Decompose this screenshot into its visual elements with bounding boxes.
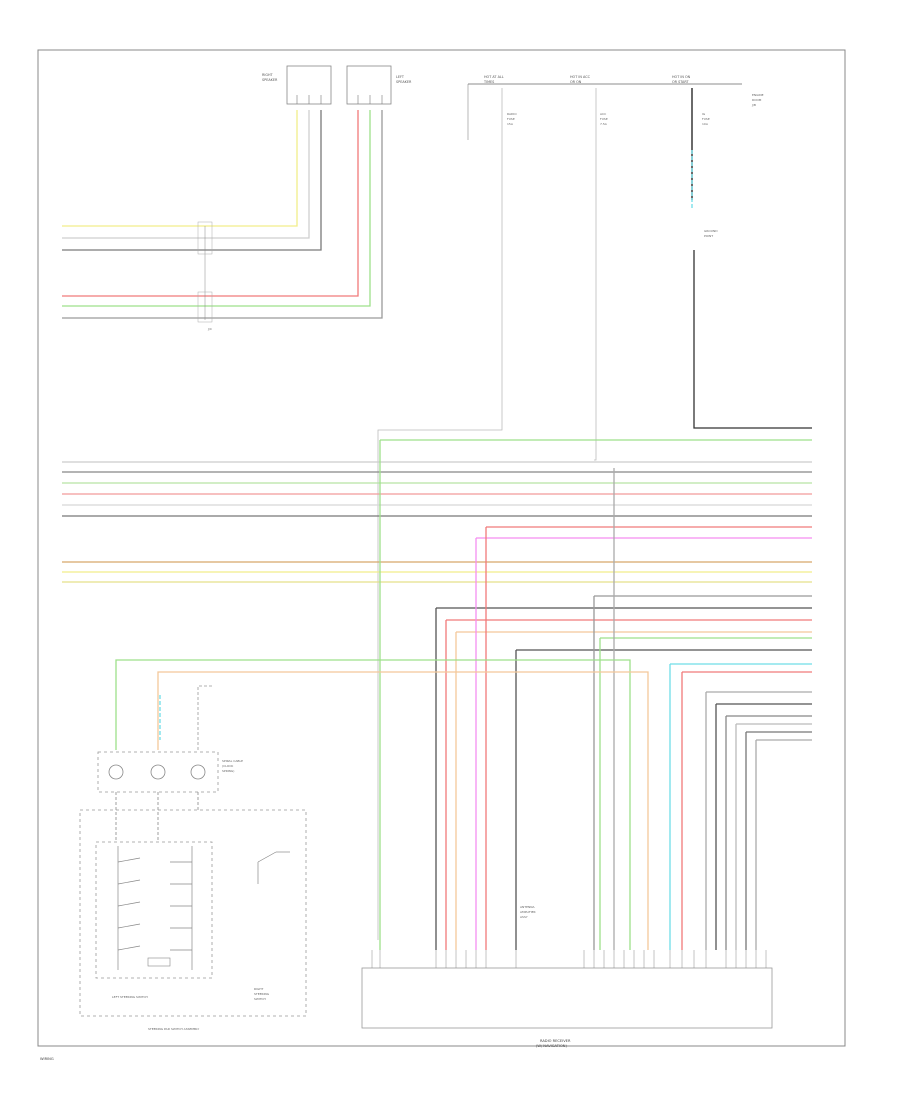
diagram-frame bbox=[37, 49, 846, 1047]
right-side-note-1: ENGINE bbox=[752, 93, 764, 97]
antenna-module-label-2: AMPLIFIER bbox=[520, 910, 536, 914]
left-speaker-label-2: SPEAKER bbox=[396, 80, 412, 84]
steering-pad-assembly: LEFT STEERING SWITCH RIGHT STEERING SWIT… bbox=[79, 809, 307, 1031]
right-side-note-2: ROOM bbox=[752, 98, 762, 102]
spiral-cable: SPIRAL CABLE (CLOCK SPRING) bbox=[97, 751, 243, 840]
antenna-module-label-3: ASSY bbox=[520, 915, 528, 919]
ground-point-2: POINT bbox=[704, 234, 713, 238]
left-speaker-label-1: LEFT bbox=[396, 75, 405, 79]
right-speaker: RIGHT SPEAKER bbox=[262, 65, 332, 105]
fuse-block: HOT AT ALL TIMES HOT IN ACC OR ON HOT IN… bbox=[377, 75, 812, 940]
left-steering-switch-label: LEFT STEERING SWITCH bbox=[112, 995, 148, 999]
radio-receiver-label-2: (W/ NAVIGATION) bbox=[536, 1044, 567, 1048]
fuse-b-label-1: HOT IN ACC bbox=[570, 75, 591, 79]
fuse-b-label-2: OR ON bbox=[570, 80, 582, 84]
left-speaker-wires bbox=[62, 110, 383, 319]
steering-pad-assembly-label: STEERING PAD SWITCH ASSEMBLY bbox=[148, 1027, 199, 1031]
fuse-a-label-1: HOT AT ALL bbox=[484, 75, 504, 79]
right-speaker-wires bbox=[62, 110, 322, 251]
left-speaker: LEFT SPEAKER bbox=[346, 65, 412, 105]
receiver-drops bbox=[379, 440, 757, 950]
radio-receiver-label-1: RADIO RECEIVER bbox=[540, 1039, 571, 1043]
fuse-a-label-2: TIMES bbox=[483, 80, 494, 84]
radio-receiver: RADIO RECEIVER (W/ NAVIGATION) bbox=[361, 950, 773, 1048]
antenna-module-label-1: ANTENNA bbox=[520, 905, 536, 909]
right-speaker-label-1: RIGHT bbox=[262, 73, 274, 77]
fuse-b-rating-3: 7.5A bbox=[600, 122, 608, 126]
fuse-b-rating-1: ACC bbox=[600, 112, 606, 116]
page-label: WIRING bbox=[40, 1057, 54, 1061]
fuse-c-label-1: HOT IN ON bbox=[672, 75, 691, 79]
fuse-a-rating-3: 15A bbox=[507, 122, 514, 126]
spiral-cable-label-2: (CLOCK bbox=[222, 764, 234, 768]
fuse-c-rating-1: IG bbox=[702, 112, 706, 116]
ground-point-1: GROUND bbox=[704, 229, 718, 233]
svg-text:J/C: J/C bbox=[207, 327, 212, 331]
right-side-note-3: J/B bbox=[751, 103, 756, 107]
right-steering-switch-label-1: RIGHT bbox=[254, 987, 264, 991]
spiral-cable-label-3: SPRING) bbox=[222, 769, 234, 773]
fuse-c-label-2: OR START bbox=[672, 80, 689, 84]
fuse-c-rating-3: 10A bbox=[702, 122, 709, 126]
fuse-c-rating-2: FUSE bbox=[702, 117, 710, 121]
fuse-b-rating-2: FUSE bbox=[600, 117, 608, 121]
steering-wires bbox=[115, 659, 649, 950]
spiral-cable-label-1: SPIRAL CABLE bbox=[222, 759, 243, 763]
harness-bus bbox=[62, 439, 812, 741]
right-speaker-label-2: SPEAKER bbox=[262, 78, 278, 82]
right-steering-switch-label-3: SWITCH bbox=[254, 997, 266, 1001]
speaker-splices: J/C bbox=[197, 221, 213, 331]
fuse-a-rating-1: RADIO bbox=[507, 112, 517, 116]
antenna-module: ANTENNA AMPLIFIER ASSY bbox=[520, 905, 536, 919]
fuse-a-rating-2: FUSE bbox=[507, 117, 515, 121]
right-steering-switch-label-2: STEERING bbox=[254, 992, 270, 996]
